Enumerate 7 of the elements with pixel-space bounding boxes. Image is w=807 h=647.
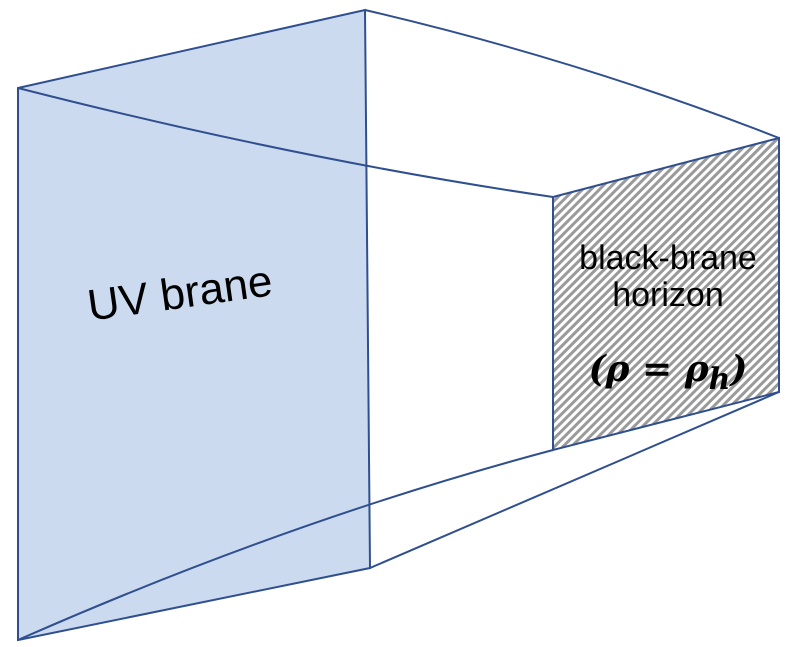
formula: (ρ = ρ$_{h}$) bbox=[588, 348, 748, 390]
curved-line bbox=[18, 449, 554, 641]
panel-label: black-brane horizon bbox=[579, 239, 757, 314]
curved-line bbox=[370, 391, 780, 569]
panel-label: UV brane bbox=[84, 256, 276, 331]
curved-line bbox=[18, 87, 554, 198]
curved-line bbox=[364, 9, 780, 139]
